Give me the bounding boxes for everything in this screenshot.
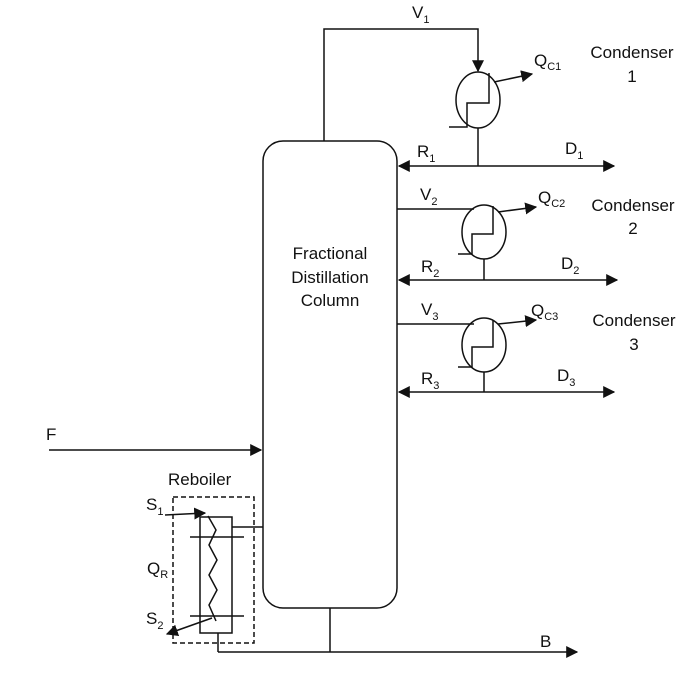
condenser-1-number: 1 — [627, 67, 636, 86]
column-label-line2: Distillation — [291, 268, 368, 287]
stream-label-v1: V1 — [412, 3, 429, 26]
distillation-column — [262, 140, 398, 609]
reboiler-exchanger — [199, 516, 233, 634]
condenser-1-duty-line — [493, 70, 534, 83]
condenser-2-number: 2 — [628, 219, 637, 238]
column-label-line3: Column — [301, 291, 360, 310]
column-label-line1: Fractional — [293, 244, 368, 263]
stream-label-r3: R3 — [421, 369, 439, 392]
vapor-line-v1 — [323, 28, 484, 141]
condenser-2-duty-label: QC2 — [538, 188, 565, 210]
condenser-2-duty-line — [497, 202, 538, 215]
stream-label-r1: R1 — [417, 142, 435, 165]
condenser-3-duty-label: QC3 — [531, 301, 558, 323]
reboiler-duty-label: QR — [147, 559, 168, 581]
steam-outlet-line — [165, 617, 213, 637]
reboiler-boundary — [172, 496, 255, 644]
stream-label-d2: D2 — [561, 254, 579, 277]
condenser-3-label: Condenser — [592, 311, 676, 330]
reboiler-label: Reboiler — [168, 470, 232, 489]
stream-label-d3: D3 — [557, 366, 575, 389]
stream-label-bottoms: B — [540, 632, 551, 651]
condenser-3-duty-line — [497, 315, 538, 328]
condenser-3-number: 3 — [629, 335, 638, 354]
condenser-2-exchanger — [461, 204, 507, 260]
stream-label-d1: D1 — [565, 139, 583, 162]
condenser-1-duty-label: QC1 — [534, 51, 561, 73]
condenser-2-label: Condenser — [591, 196, 675, 215]
condenser-1-label: Condenser — [590, 43, 674, 62]
stream-label-s1: S1 — [146, 495, 163, 518]
condenser-1-coil — [449, 73, 490, 128]
stream-label-v2: V2 — [420, 185, 437, 208]
condenser-1-exchanger — [455, 71, 501, 129]
condenser-3-exchanger — [461, 317, 507, 373]
stream-label-v3: V3 — [421, 300, 438, 323]
condenser-3-coil — [458, 320, 494, 368]
reboiler-steam-coil — [207, 515, 218, 622]
stream-label-feed: F — [46, 425, 56, 444]
stream-label-s2: S2 — [146, 609, 163, 632]
steam-inlet-line — [164, 507, 207, 520]
stream-label-r2: R2 — [421, 257, 439, 280]
condenser-2-coil — [458, 206, 494, 255]
